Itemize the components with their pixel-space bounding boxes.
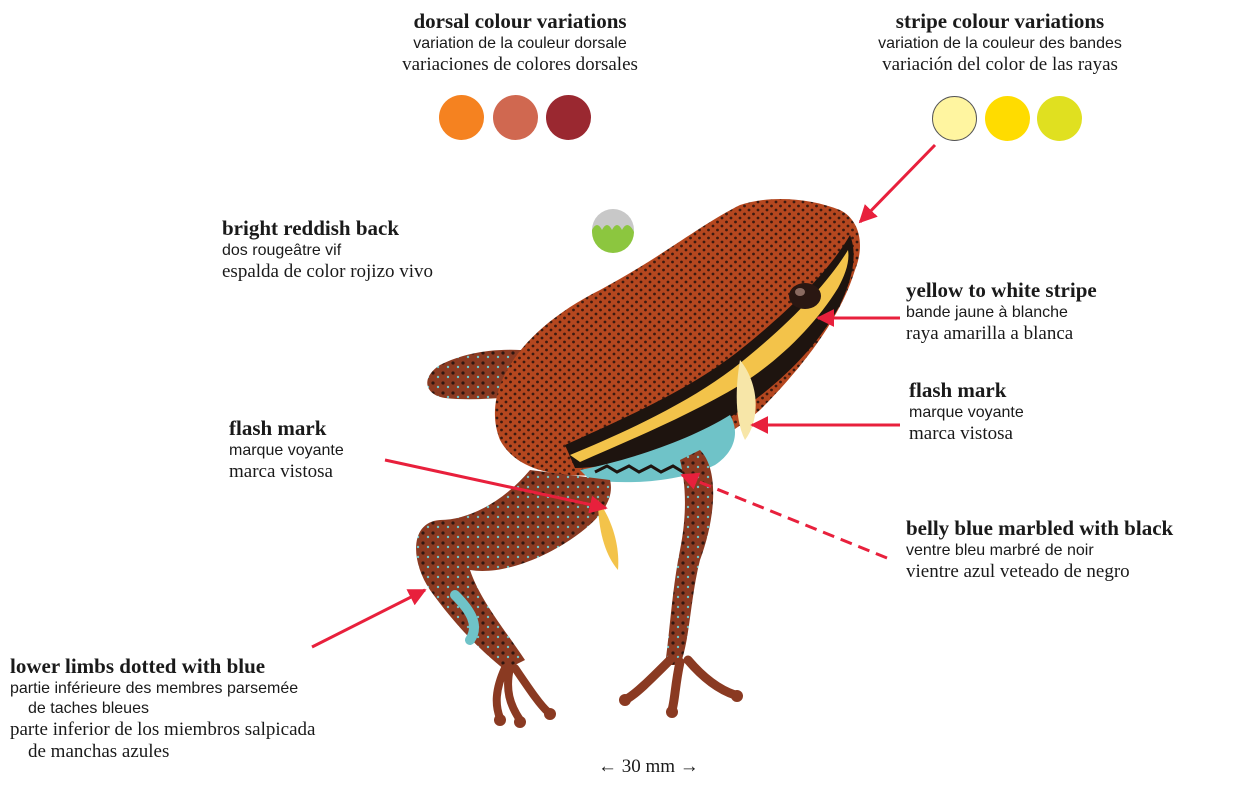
flash-mark-right-label: flash mark marque voyante marca vistosa — [909, 378, 1024, 445]
flash-right-es: marca vistosa — [909, 423, 1024, 445]
yellow-stripe-es: raya amarilla a blanca — [906, 323, 1097, 345]
belly-fr: ventre bleu marbré de noir — [906, 541, 1173, 561]
frog-hind-leg — [416, 470, 618, 728]
flash-left-en: flash mark — [229, 416, 344, 441]
flash-left-fr: marque voyante — [229, 441, 344, 461]
belly-label: belly blue marbled with black ventre ble… — [906, 516, 1173, 583]
lower-limbs-label: lower limbs dotted with blue partie infé… — [10, 654, 315, 763]
flash-right-fr: marque voyante — [909, 403, 1024, 423]
limbs-es-2: de manchas azules — [10, 741, 315, 763]
belly-es: vientre azul veteado de negro — [906, 561, 1173, 583]
back-es: espalda de color rojizo vivo — [222, 261, 433, 283]
stripe-swatch-lime — [1037, 96, 1082, 141]
yellow-stripe-fr: bande jaune à blanche — [906, 303, 1097, 323]
limbs-fr-1: partie inférieure des membres parsemée — [10, 679, 315, 699]
flash-mark-left-label: flash mark marque voyante marca vistosa — [229, 416, 344, 483]
stripe-es: variación del color de las rayas — [815, 54, 1185, 76]
dorsal-en: dorsal colour variations — [340, 9, 700, 34]
frog-body — [495, 199, 860, 482]
limbs-fr-2: de taches bleues — [10, 699, 315, 719]
stripe-variations-label: stripe colour variations variation de la… — [815, 9, 1185, 76]
dorsal-swatch-salmon — [493, 95, 538, 140]
stripe-fr: variation de la couleur des bandes — [815, 34, 1185, 54]
tree-canopy-icon — [592, 209, 634, 253]
flash-right-en: flash mark — [909, 378, 1024, 403]
arrow-stripe-variation — [860, 145, 935, 222]
back-label: bright reddish back dos rougeâtre vif es… — [222, 216, 433, 283]
flash-left-es: marca vistosa — [229, 461, 344, 483]
dorsal-fr: variation de la couleur dorsale — [340, 34, 700, 54]
dorsal-swatch-orange — [439, 95, 484, 140]
dorsal-swatch-maroon — [546, 95, 591, 140]
stripe-swatch-pale-yellow — [932, 96, 977, 141]
yellow-stripe-en: yellow to white stripe — [906, 278, 1097, 303]
dorsal-es: variaciones de colores dorsales — [340, 54, 700, 76]
limbs-en: lower limbs dotted with blue — [10, 654, 315, 679]
scale-bar: ← 30 mm → — [598, 756, 699, 778]
limbs-es-1: parte inferior de los miembros salpicada — [10, 719, 315, 741]
stripe-swatch-yellow — [985, 96, 1030, 141]
yellow-stripe-label: yellow to white stripe bande jaune à bla… — [906, 278, 1097, 345]
back-fr: dos rougeâtre vif — [222, 241, 433, 261]
back-en: bright reddish back — [222, 216, 433, 241]
belly-en: belly blue marbled with black — [906, 516, 1173, 541]
stripe-en: stripe colour variations — [815, 9, 1185, 34]
dorsal-variations-label: dorsal colour variations variation de la… — [340, 9, 700, 76]
arrow-lower-limbs — [312, 590, 425, 647]
